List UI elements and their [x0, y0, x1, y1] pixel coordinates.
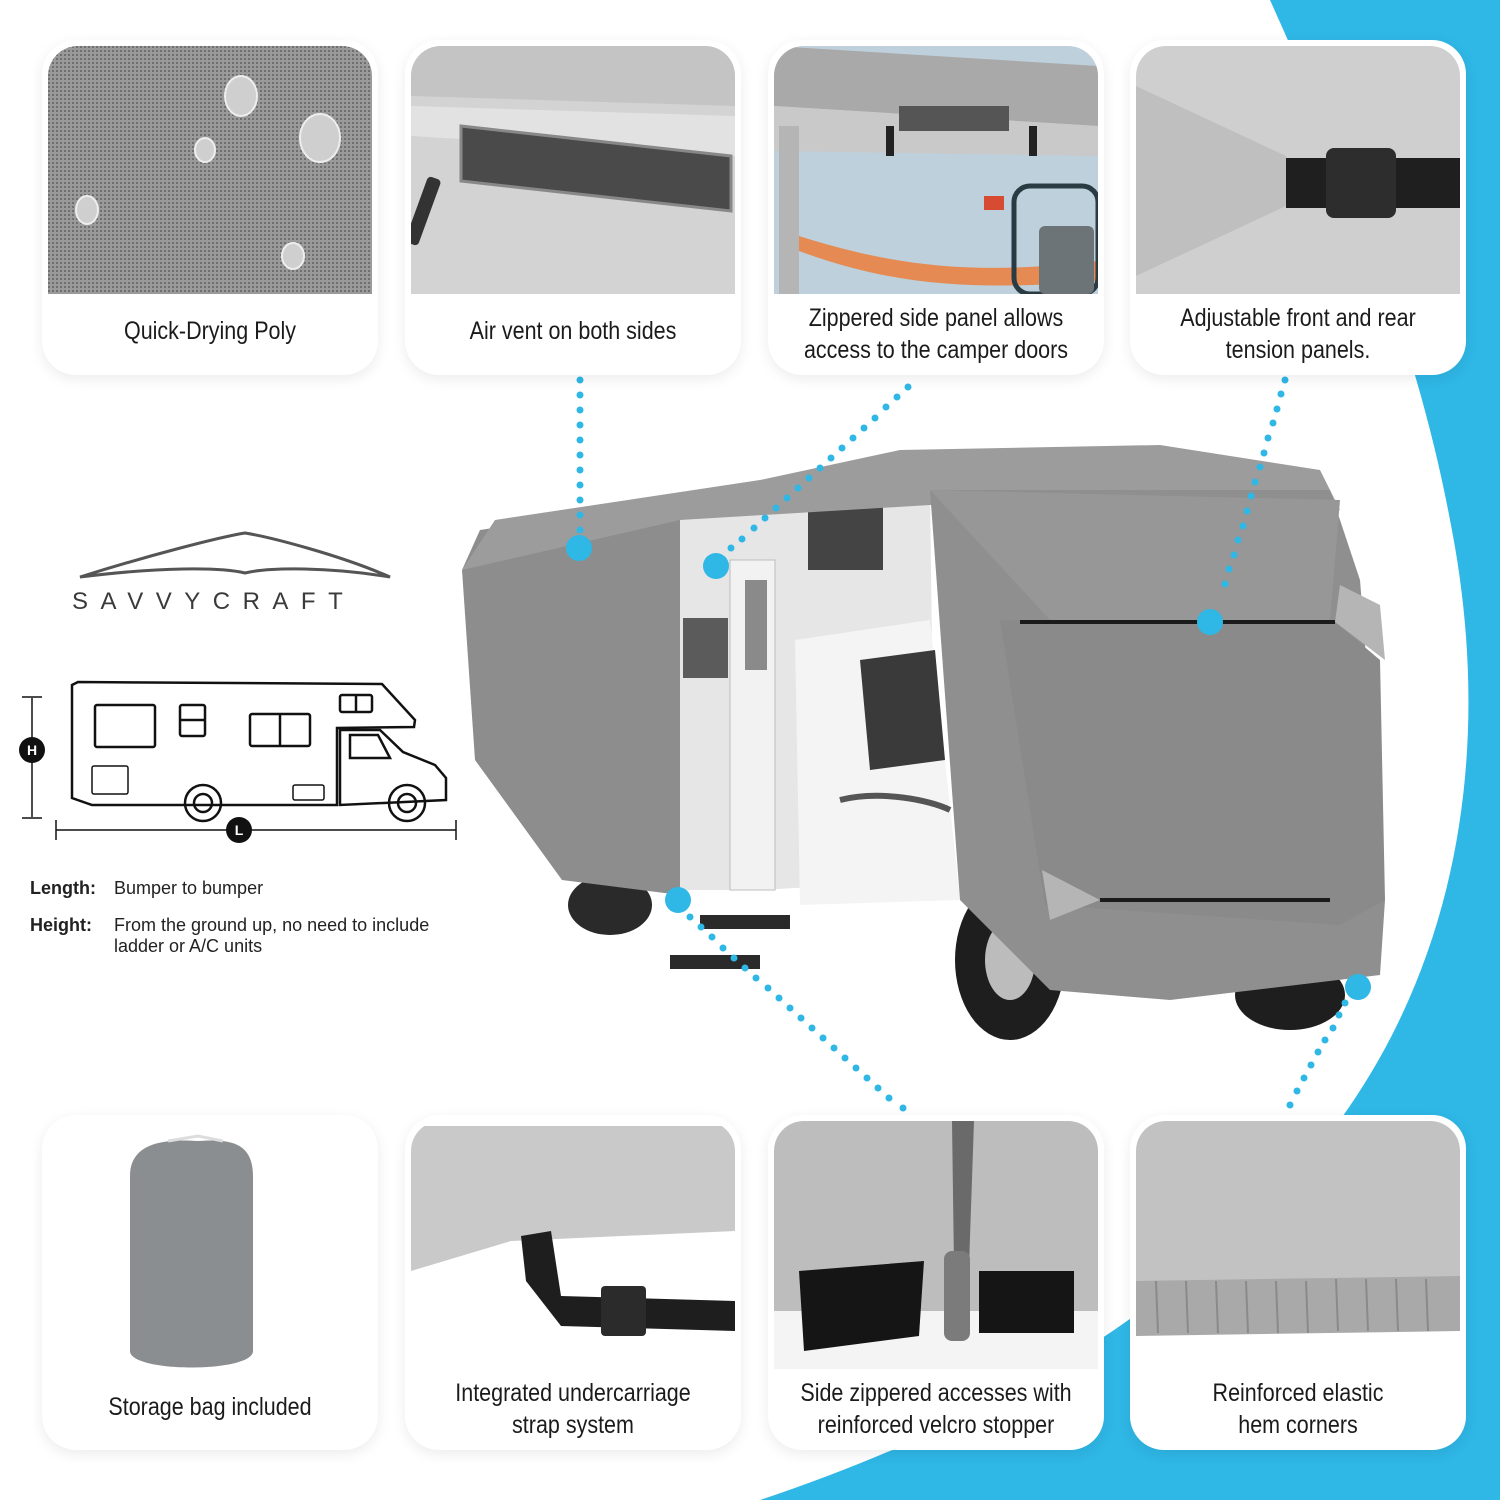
measure-row-height: Height: From the ground up, no need to i…	[30, 915, 470, 957]
caption-line: strap system	[512, 1411, 634, 1439]
tension-buckle-image	[1136, 46, 1460, 294]
zippered-side-panel-image	[774, 46, 1098, 294]
measure-row-length: Length: Bumper to bumper	[30, 878, 490, 899]
undercarriage-strap-image	[411, 1121, 735, 1369]
feature-card-undercarriage-strap: Integrated undercarriage strap system	[405, 1115, 741, 1450]
savvycraft-logo-icon	[79, 531, 391, 579]
feature-card-quick-drying-poly: Quick-Drying Poly	[42, 40, 378, 375]
feature-card-tension-panels: Adjustable front and rear tension panels…	[1130, 40, 1466, 375]
feature-card-elastic-hem: Reinforced elastic hem corners	[1130, 1115, 1466, 1450]
fabric-water-droplets-image	[48, 46, 372, 294]
caption-line: Quick-Drying Poly	[123, 317, 297, 345]
velcro-zipper-image	[774, 1121, 1098, 1369]
caption-line: access to the camper doors	[803, 336, 1069, 364]
elastic-hem-image	[1136, 1121, 1460, 1369]
feature-caption: Quick-Drying Poly	[66, 315, 355, 347]
height-marker-icon	[19, 737, 45, 763]
feature-caption: Adjustable front and rear tension panels…	[1154, 302, 1443, 366]
measure-label: Length:	[30, 878, 96, 898]
caption-line: Reinforced elastic	[1212, 1379, 1384, 1407]
caption-line: Zippered side panel allows	[808, 304, 1064, 332]
feature-caption: Side zippered accesses with reinforced v…	[792, 1377, 1081, 1441]
feature-card-storage-bag: Storage bag included	[42, 1115, 378, 1450]
feature-card-velcro-stopper: Side zippered accesses with reinforced v…	[768, 1115, 1104, 1450]
feature-caption: Reinforced elastic hem corners	[1154, 1377, 1443, 1441]
caption-line: reinforced velcro stopper	[817, 1411, 1055, 1439]
feature-caption: Storage bag included	[66, 1391, 355, 1423]
air-vent-image	[411, 46, 735, 294]
measure-label: Height:	[30, 915, 92, 935]
caption-line: hem corners	[1238, 1411, 1358, 1439]
feature-card-air-vent: Air vent on both sides	[405, 40, 741, 375]
rv-dimension-diagram: H L	[19, 680, 457, 843]
covered-rv-image	[462, 445, 1385, 1040]
svg-text:L: L	[235, 822, 244, 838]
feature-caption: Zippered side panel allows access to the…	[792, 302, 1081, 366]
measure-value: Bumper to bumper	[114, 878, 264, 898]
length-marker-icon	[226, 817, 252, 843]
caption-line: Side zippered accesses with	[800, 1379, 1072, 1407]
brand-wordmark: SAVVYCRAFT	[72, 588, 356, 615]
feature-caption: Integrated undercarriage strap system	[429, 1377, 718, 1441]
feature-caption: Air vent on both sides	[429, 315, 718, 347]
storage-bag-image	[48, 1121, 372, 1369]
caption-line: Storage bag included	[108, 1393, 312, 1421]
caption-line: Air vent on both sides	[469, 317, 677, 345]
measurement-instructions: Length: Bumper to bumper Height: From th…	[30, 878, 490, 973]
measure-value: From the ground up, no need to include l…	[114, 915, 430, 956]
feature-card-zippered-side-panel: Zippered side panel allows access to the…	[768, 40, 1104, 375]
caption-line: tension panels.	[1225, 336, 1371, 364]
svg-text:H: H	[27, 742, 37, 758]
caption-line: Integrated undercarriage	[455, 1379, 691, 1407]
caption-line: Adjustable front and rear	[1180, 304, 1416, 332]
